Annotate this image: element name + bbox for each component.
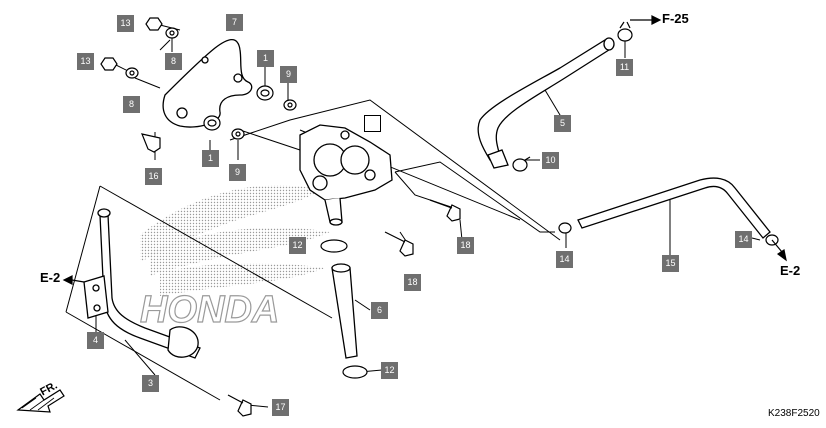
callout-3[interactable]: 3 [142, 375, 159, 392]
callout-14[interactable]: 14 [556, 251, 573, 268]
stay-bracket [162, 38, 253, 128]
tube-6 [331, 263, 358, 359]
blank-callout [364, 115, 381, 132]
callout-15[interactable]: 15 [662, 255, 679, 272]
callout-1[interactable]: 1 [257, 50, 274, 67]
callout-12[interactable]: 12 [381, 362, 398, 379]
callout-9[interactable]: 9 [229, 164, 246, 181]
callout-1[interactable]: 1 [202, 150, 219, 167]
callout-10[interactable]: 10 [542, 152, 559, 169]
watermark-text: HONDA [140, 289, 279, 331]
tube-15 [577, 177, 771, 239]
front-arrow-icon [16, 389, 65, 413]
callout-9[interactable]: 9 [280, 66, 297, 83]
callout-8[interactable]: 8 [165, 53, 182, 70]
callout-7[interactable]: 7 [226, 14, 243, 31]
callout-12[interactable]: 12 [289, 237, 306, 254]
callout-18[interactable]: 18 [404, 274, 421, 291]
callout-5[interactable]: 5 [554, 115, 571, 132]
diagram-code: K238F2520 [768, 408, 820, 419]
callout-8[interactable]: 8 [123, 96, 140, 113]
callout-4[interactable]: 4 [87, 332, 104, 349]
callout-11[interactable]: 11 [616, 59, 633, 76]
callout-13[interactable]: 13 [77, 53, 94, 70]
callout-17[interactable]: 17 [272, 399, 289, 416]
callout-18[interactable]: 18 [457, 237, 474, 254]
callout-13[interactable]: 13 [117, 15, 134, 32]
reference-f25[interactable]: F-25 [662, 11, 689, 26]
direction-arrows [62, 15, 787, 285]
honda-wing-watermark: HONDA [139, 185, 330, 332]
valve-body [299, 124, 393, 226]
hose-5 [477, 37, 615, 169]
callout-6[interactable]: 6 [371, 302, 388, 319]
leader-lines [65, 24, 761, 408]
pipe-3 [83, 208, 201, 359]
reference-e2-left[interactable]: E-2 [40, 270, 61, 285]
callout-14[interactable]: 14 [735, 231, 752, 248]
fasteners [100, 17, 461, 417]
callout-16[interactable]: 16 [145, 168, 162, 185]
reference-e2-right[interactable]: E-2 [780, 263, 801, 278]
hose-clips [320, 21, 779, 379]
